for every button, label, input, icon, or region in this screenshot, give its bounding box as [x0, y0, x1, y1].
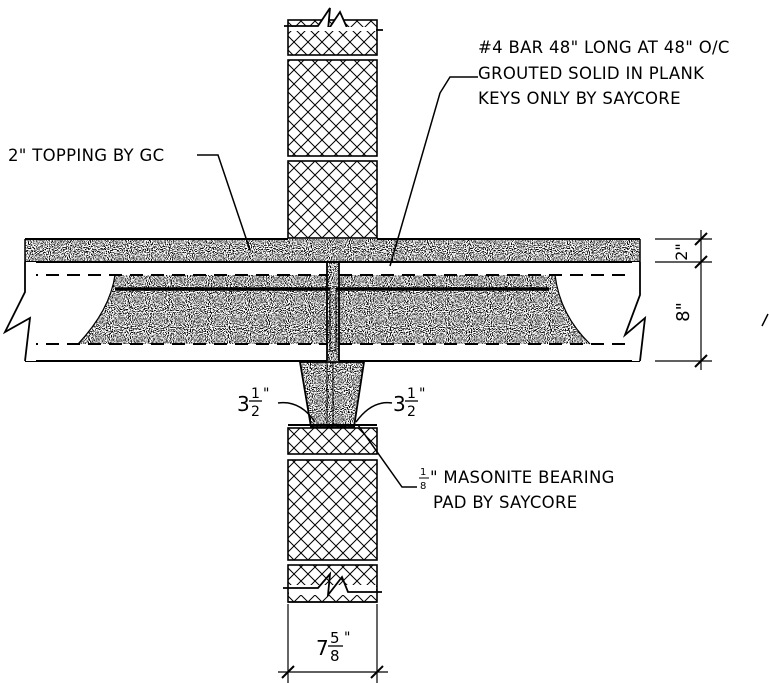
lower-block-2 [287, 459, 378, 561]
svg-text:3: 3 [393, 392, 406, 416]
hollowcore-planks [2, 262, 650, 362]
lower-block-3 [287, 564, 378, 603]
svg-text:7: 7 [316, 636, 329, 660]
upper-block-2 [287, 160, 378, 239]
lower-block-1 [287, 427, 378, 455]
svg-text:2: 2 [251, 404, 260, 420]
rebar-note-line-3: KEYS ONLY BY SAYCORE [478, 89, 681, 108]
pad-note-frac-num: 1 [420, 467, 426, 478]
svg-text:2: 2 [407, 404, 416, 420]
pad-note-line-2: PAD BY SAYCORE [433, 493, 577, 512]
topping-note-leader [197, 154, 251, 251]
topping-slab [24, 238, 641, 263]
pad-note: 1 8 " MASONITE BEARING PAD BY SAYCORE [419, 467, 615, 512]
leaders [197, 76, 478, 488]
svg-text:1: 1 [251, 386, 260, 402]
topping-thickness-dim: 2" [672, 243, 691, 261]
wall-width-dim: 7 5 8 " [316, 629, 350, 665]
rebar-note-line-1: #4 BAR 48" LONG AT 48" O/C [478, 38, 730, 57]
bearing-right-leader [355, 401, 393, 423]
pad-note-frac-den: 8 [420, 481, 426, 492]
svg-text:8: 8 [330, 647, 340, 665]
rebar-note: #4 BAR 48" LONG AT 48" O/C GROUTED SOLID… [478, 38, 730, 108]
pad-note-leader [357, 424, 417, 488]
right-break-line [622, 262, 647, 362]
svg-text:": " [419, 386, 425, 402]
plank-thickness-dim: 8" [673, 302, 694, 322]
dimension-lines [278, 230, 712, 683]
rebar-note-line-2: GROUTED SOLID IN PLANK [478, 64, 705, 83]
rebar-note-leader [389, 76, 478, 267]
svg-text:5: 5 [330, 629, 340, 647]
svg-text:": " [344, 630, 350, 646]
bearing-left-dim: 3 1 2 " [237, 386, 269, 420]
upper-masonry-wall [284, 7, 383, 239]
svg-text:3: 3 [237, 392, 250, 416]
svg-text:": " [263, 386, 269, 402]
upper-block-1 [287, 59, 378, 157]
bearing-right-dim: 3 1 2 " [393, 386, 425, 420]
svg-text:1: 1 [407, 386, 416, 402]
edge-mark [761, 313, 769, 327]
pad-note-line-1: " MASONITE BEARING [430, 468, 615, 487]
bearing-grout-pocket [288, 361, 377, 428]
topping-note: 2" TOPPING BY GC [8, 146, 164, 165]
bearing-left-leader [277, 401, 316, 423]
left-break-line [2, 262, 32, 362]
lower-break-line [283, 571, 382, 598]
lower-masonry-wall [283, 427, 382, 603]
